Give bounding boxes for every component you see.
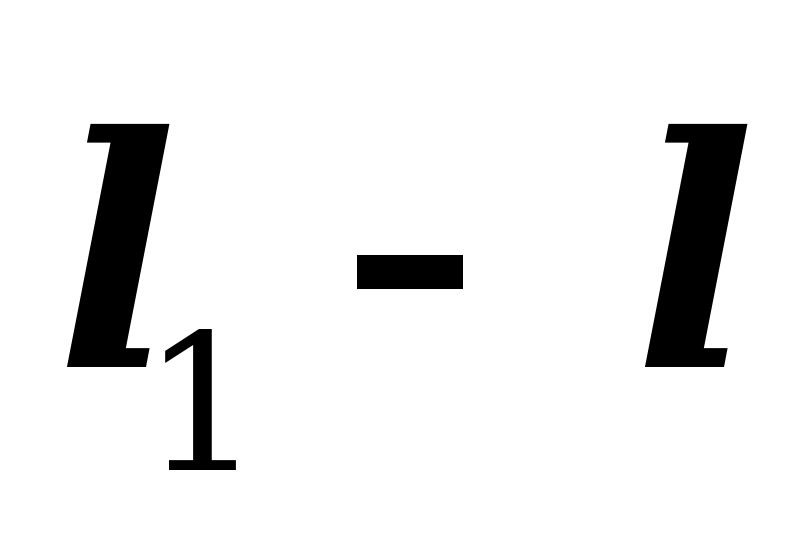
first-variable: l bbox=[56, 68, 178, 443]
second-variable: l bbox=[634, 68, 756, 443]
minus-sign bbox=[357, 255, 463, 289]
first-variable-subscript: 1 bbox=[142, 294, 263, 515]
